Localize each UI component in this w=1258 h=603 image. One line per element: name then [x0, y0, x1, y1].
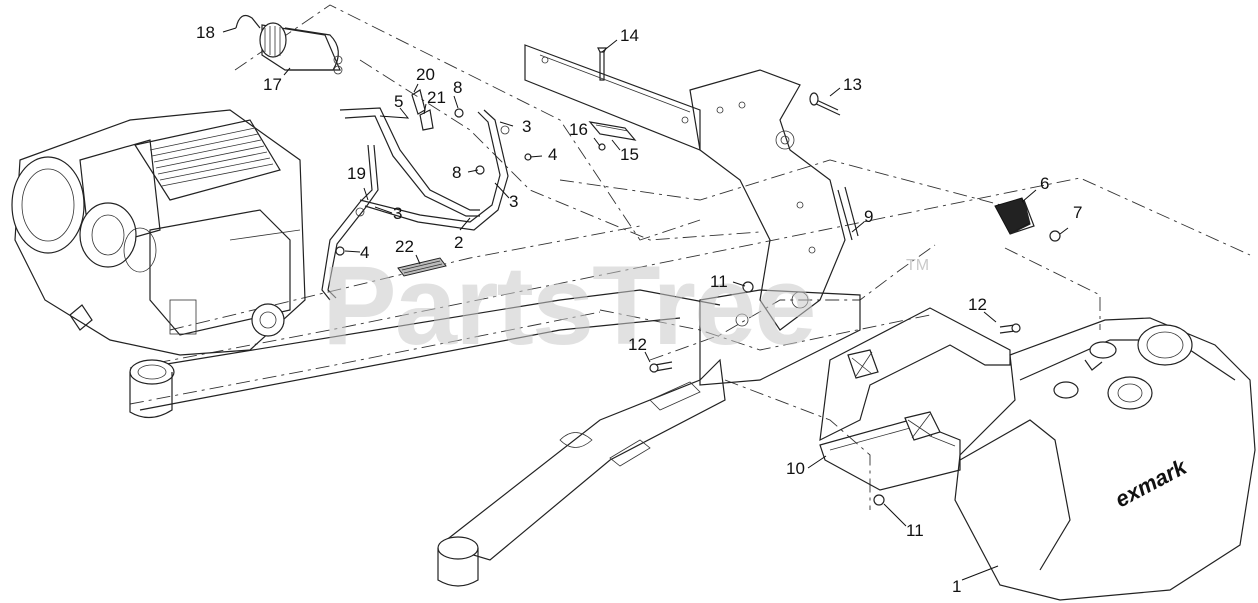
callout-13: 13: [843, 75, 862, 94]
callout-3: 3: [393, 204, 402, 223]
carbon-canister: [259, 22, 343, 75]
callout-21: 21: [427, 88, 446, 107]
callout-19: 19: [347, 164, 366, 183]
callout-8: 8: [453, 78, 462, 97]
engine-assembly: [11, 109, 306, 356]
callout-11: 11: [710, 272, 728, 291]
callout-20: 20: [416, 65, 435, 84]
frame-tube-lower: [129, 289, 721, 419]
callout-16: 16: [569, 120, 588, 139]
fuel-tank: exmark: [954, 317, 1256, 601]
callout-9: 9: [864, 207, 873, 226]
callout-4: 4: [548, 145, 557, 164]
callout-2: 2: [454, 233, 463, 252]
callout-3: 3: [509, 192, 518, 211]
callout-15: 15: [620, 145, 639, 164]
watermark-text: PartsTree: [322, 243, 815, 368]
vent-hose: [235, 15, 261, 29]
callout-4: 4: [360, 243, 369, 262]
callout-14: 14: [620, 26, 639, 45]
callout-22: 22: [395, 237, 414, 256]
hardware-fasteners: [335, 47, 1061, 506]
callout-12: 12: [968, 295, 987, 314]
callout-labels: 1 2 3 3 3 4 4 5 6 7 8 8 9 10 11 11 12 12…: [196, 23, 1082, 596]
decal-22: [397, 257, 447, 277]
frame-rails: [129, 4, 1251, 510]
callout-10: 10: [786, 459, 805, 478]
side-plate: [689, 69, 846, 331]
callout-11: 11: [906, 521, 924, 540]
mounting-plate: [524, 44, 701, 151]
engine-cooling-fins: [149, 127, 274, 187]
leader-lines: [222, 27, 1069, 581]
frame-front-lower: [437, 289, 861, 587]
callout-7: 7: [1073, 203, 1082, 222]
callout-3: 3: [522, 117, 531, 136]
fuel-tray: [819, 307, 1011, 491]
callout-8: 8: [452, 163, 461, 182]
callout-18: 18: [196, 23, 215, 42]
callout-17: 17: [263, 75, 282, 94]
callout-1: 1: [952, 577, 961, 596]
tank-brand-label: exmark: [1111, 453, 1192, 512]
bracket-6: [994, 197, 1035, 235]
watermark-trademark: TM: [906, 257, 929, 274]
fuel-hose-routing: [321, 89, 510, 301]
callout-12: 12: [628, 335, 647, 354]
callout-6: 6: [1040, 174, 1049, 193]
callout-5: 5: [394, 92, 403, 111]
